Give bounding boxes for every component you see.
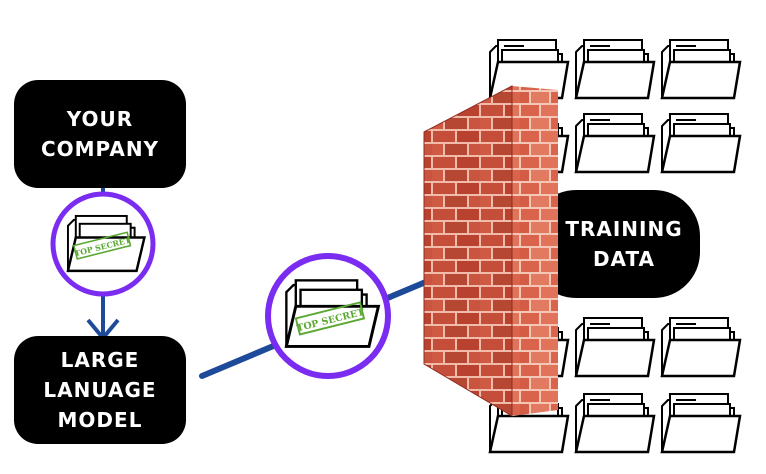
llm-line-2: LANUAGE: [43, 378, 157, 402]
wall-front-face: [424, 86, 512, 416]
wall-side-face: [512, 86, 558, 416]
large-language-model-box: LARGE LANUAGE MODEL: [14, 336, 186, 444]
top-secret-folder-small: TOP SECRET: [50, 191, 156, 297]
training-data-line-1: TRAINING: [565, 217, 683, 241]
company-line-2: COMPANY: [40, 137, 160, 161]
top-secret-folder-large: TOP SECRET: [265, 253, 391, 379]
folder-icon: [66, 236, 146, 273]
training-data-line-2: DATA: [592, 247, 656, 271]
llm-line-1: LARGE: [60, 348, 140, 372]
your-company-box: YOUR COMPANY: [14, 80, 186, 188]
training-data-box: TRAINING DATA: [530, 190, 700, 298]
company-line-1: YOUR: [66, 107, 134, 131]
llm-line-3: MODEL: [57, 408, 143, 432]
